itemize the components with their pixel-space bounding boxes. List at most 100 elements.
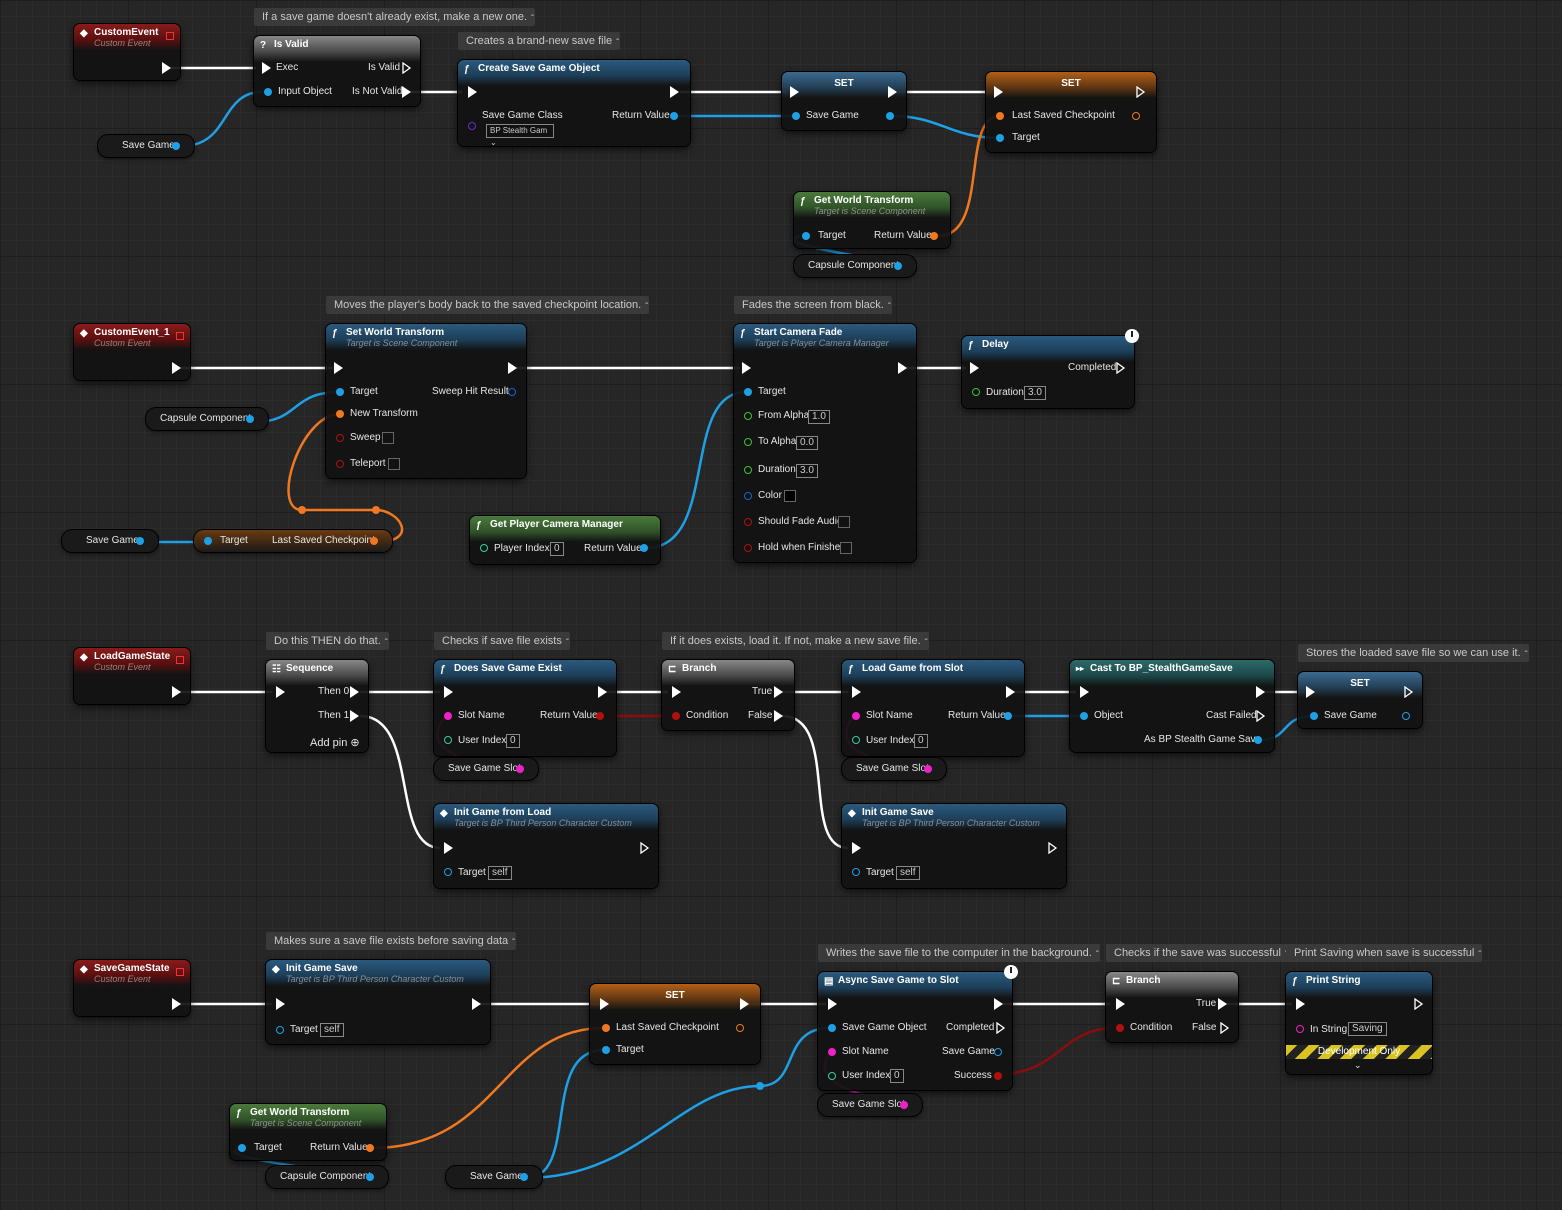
hold-checkbox[interactable] — [840, 542, 852, 554]
exec-out-pin[interactable] — [996, 1022, 1006, 1034]
string-in-pin[interactable] — [852, 712, 860, 720]
int-in-pin[interactable] — [480, 544, 488, 552]
string-in-pin[interactable] — [828, 1048, 836, 1056]
object-out-pin[interactable] — [894, 262, 902, 270]
duration-input[interactable]: 3.0 — [796, 464, 818, 478]
self-input[interactable]: self — [488, 866, 512, 880]
custom-event-node[interactable]: ◆ CustomEvent_1 Custom Event — [74, 324, 190, 380]
struct-out-pin[interactable] — [736, 1024, 744, 1032]
is-valid-node[interactable]: ? Is Valid Exec Is Valid Input Object Is… — [254, 36, 420, 106]
exec-in-pin[interactable] — [852, 686, 861, 698]
exec-out-pin[interactable] — [640, 842, 650, 854]
set-save-game-node[interactable]: SET Save Game — [1298, 672, 1422, 728]
delegate-pin-icon[interactable] — [176, 656, 184, 664]
exec-out-pin[interactable] — [774, 686, 783, 698]
struct-out-pin[interactable] — [366, 1144, 374, 1152]
exec-in-pin[interactable] — [1306, 686, 1315, 698]
object-in-pin[interactable] — [602, 1046, 610, 1054]
exec-out-pin[interactable] — [1256, 710, 1266, 722]
get-last-saved-checkpoint-node[interactable]: Target Last Saved Checkpoint — [194, 530, 392, 552]
exec-out-pin[interactable] — [1414, 998, 1424, 1010]
set-world-transform-node[interactable]: ƒ Set World Transform Target is Scene Co… — [326, 324, 526, 478]
exec-in-pin[interactable] — [828, 998, 837, 1010]
object-in-pin[interactable] — [802, 232, 810, 240]
get-player-camera-manager-node[interactable]: ƒ Get Player Camera Manager Player Index… — [470, 516, 660, 564]
exec-out-pin[interactable] — [1048, 842, 1058, 854]
init-game-save-node[interactable]: ◆ Init Game Save Target is BP Third Pers… — [842, 804, 1066, 888]
exec-out-pin[interactable] — [472, 998, 481, 1010]
exec-out-pin[interactable] — [1256, 686, 1265, 698]
exec-out-pin[interactable] — [162, 62, 171, 74]
exec-in-pin[interactable] — [852, 842, 861, 854]
object-in-pin[interactable] — [336, 388, 344, 396]
object-in-pin[interactable] — [204, 537, 212, 545]
struct-in-pin[interactable] — [996, 112, 1004, 120]
teleport-checkbox[interactable] — [388, 458, 400, 470]
init-game-save-node[interactable]: ◆ Init Game Save Target is BP Third Pers… — [266, 960, 490, 1044]
sweep-checkbox[interactable] — [382, 432, 394, 444]
exec-in-pin[interactable] — [672, 686, 681, 698]
sequence-node[interactable]: ☷ Sequence Then 0 Then 1 Add pin ⊕ — [266, 660, 368, 752]
init-game-from-load-node[interactable]: ◆ Init Game from Load Target is BP Third… — [434, 804, 658, 888]
exec-out-pin[interactable] — [508, 362, 517, 374]
save-game-variable[interactable]: Save Game — [446, 1166, 542, 1188]
object-out-pin[interactable] — [886, 112, 894, 120]
exec-out-pin[interactable] — [172, 362, 181, 374]
save-game-variable[interactable]: Save Game — [62, 530, 158, 552]
class-dropdown[interactable]: BP Stealth Gam ⌄ — [486, 124, 554, 147]
create-save-game-object-node[interactable]: ƒ Create Save Game Object Save Game Clas… — [458, 60, 690, 147]
exec-out-pin[interactable] — [774, 710, 783, 722]
object-out-pin[interactable] — [640, 544, 648, 552]
bool-in-pin[interactable] — [672, 712, 680, 720]
exec-in-pin[interactable] — [1116, 998, 1125, 1010]
exec-out-pin[interactable] — [1404, 686, 1414, 698]
object-in-pin[interactable] — [996, 134, 1004, 142]
in-string-input[interactable]: Saving — [1348, 1022, 1387, 1036]
user-index-input[interactable]: 0 — [914, 734, 928, 748]
start-camera-fade-node[interactable]: ƒ Start Camera Fade Target is Player Cam… — [734, 324, 916, 562]
get-world-transform-node[interactable]: ƒ Get World Transform Target is Scene Co… — [794, 192, 950, 248]
exec-out-pin[interactable] — [172, 686, 181, 698]
fade-audio-checkbox[interactable] — [838, 516, 850, 528]
exec-out-pin[interactable] — [598, 686, 607, 698]
exec-out-pin[interactable] — [350, 710, 359, 722]
exec-out-pin[interactable] — [402, 86, 411, 98]
exec-out-pin[interactable] — [670, 86, 679, 98]
struct-in-pin[interactable] — [336, 410, 344, 418]
exec-in-pin[interactable] — [1296, 998, 1305, 1010]
object-out-pin[interactable] — [520, 1173, 528, 1181]
set-last-saved-checkpoint-node[interactable]: SET Last Saved Checkpoint Target — [590, 984, 760, 1064]
duration-input[interactable]: 3.0 — [1024, 386, 1046, 400]
save-game-slot-variable[interactable]: Save Game Slot — [842, 758, 946, 780]
custom-event-node[interactable]: ◆ LoadGameState Custom Event — [74, 648, 190, 704]
delay-node[interactable]: ƒ Delay Completed Duration 3.0 — [962, 336, 1134, 408]
exec-out-pin[interactable] — [888, 86, 897, 98]
object-in-pin[interactable] — [852, 868, 860, 876]
exec-out-pin[interactable] — [402, 62, 412, 74]
custom-event-node[interactable]: ◆ SaveGameState Custom Event — [74, 960, 190, 1016]
exec-in-pin[interactable] — [444, 686, 453, 698]
struct-out-pin[interactable] — [508, 388, 516, 396]
object-in-pin[interactable] — [1310, 712, 1318, 720]
object-out-pin[interactable] — [366, 1173, 374, 1181]
exec-in-pin[interactable] — [444, 842, 453, 854]
exec-in-pin[interactable] — [276, 998, 285, 1010]
set-save-game-node[interactable]: SET Save Game — [782, 72, 906, 130]
add-pin-button[interactable]: Add pin ⊕ — [310, 737, 360, 749]
exec-in-pin[interactable] — [970, 362, 979, 374]
bool-in-pin[interactable] — [336, 460, 344, 468]
object-out-pin[interactable] — [136, 537, 144, 545]
object-in-pin[interactable] — [1080, 712, 1088, 720]
float-in-pin[interactable] — [744, 466, 752, 474]
user-index-input[interactable]: 0 — [506, 734, 520, 748]
capsule-component-variable[interactable]: Capsule Component — [146, 408, 268, 430]
self-input[interactable]: self — [896, 866, 920, 880]
object-out-pin[interactable] — [994, 1048, 1002, 1056]
print-string-node[interactable]: ƒ Print String In String Saving Developm… — [1286, 972, 1432, 1074]
object-out-pin[interactable] — [1254, 736, 1262, 744]
float-in-pin[interactable] — [972, 388, 980, 396]
branch-node[interactable]: ⊏ Branch True Condition False — [1106, 972, 1238, 1042]
object-in-pin[interactable] — [264, 88, 272, 96]
exec-in-pin[interactable] — [790, 86, 799, 98]
object-out-pin[interactable] — [1402, 712, 1410, 720]
